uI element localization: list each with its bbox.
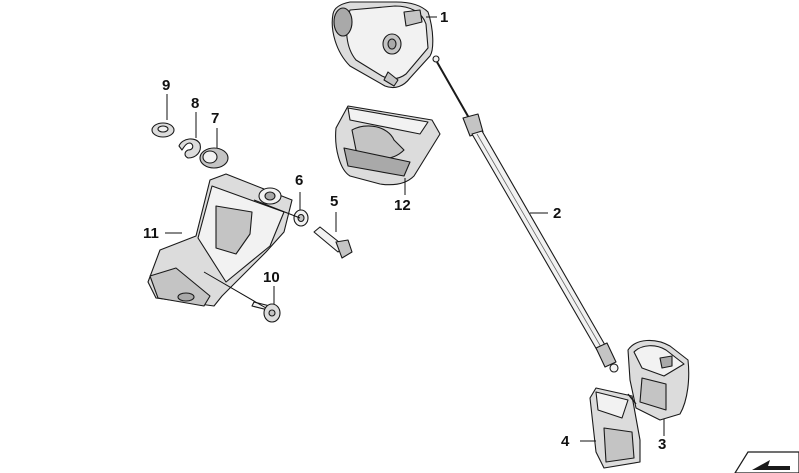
part-5-bolt: [313, 226, 353, 259]
callout-3: 3: [658, 436, 666, 453]
part-1-release-handle: [331, 1, 434, 89]
callout-9: 9: [162, 77, 170, 94]
callout-2: 2: [553, 205, 561, 222]
callout-10: 10: [263, 269, 280, 286]
part-10-screw: [251, 301, 281, 323]
arrow-tab-icon: [734, 451, 799, 473]
part-9-washer: [151, 122, 175, 138]
callout-8: 8: [191, 95, 199, 112]
callout-11: 11: [143, 225, 159, 242]
callout-7: 7: [211, 110, 219, 127]
part-6-washer: [293, 209, 309, 227]
part-2-cable: [432, 55, 619, 373]
callout-1: 1: [440, 9, 448, 26]
callout-labels: 1 2 3 4 5 6 7 8 9 10 11 12: [143, 9, 666, 453]
part-8-clip: [178, 138, 201, 159]
callout-5: 5: [330, 193, 338, 210]
part-4-lever-bracket: [589, 387, 641, 469]
part-7-grommet: [199, 147, 229, 169]
part-11-bracket: [147, 173, 293, 307]
callout-6: 6: [295, 172, 303, 189]
leader-lines: [165, 16, 665, 442]
callout-4: 4: [561, 433, 570, 450]
part-3-lever-cover: [627, 339, 690, 421]
part-12-cover: [335, 105, 441, 186]
callout-12: 12: [394, 197, 411, 214]
